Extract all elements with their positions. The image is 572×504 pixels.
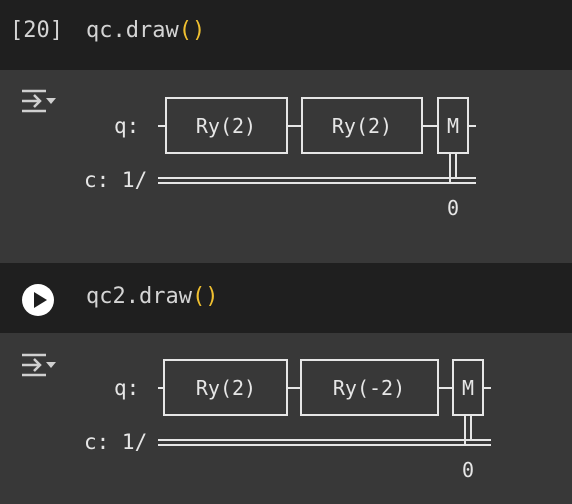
measure-label: M <box>462 376 474 400</box>
classical-label: c: 1/ <box>84 168 147 192</box>
code-line[interactable]: qc2.draw() <box>86 284 218 309</box>
code-text: qc.draw <box>86 18 179 43</box>
gate-label: Ry(2) <box>196 114 256 138</box>
qubit-label: q: <box>114 114 139 138</box>
qubit-label: q: <box>114 376 139 400</box>
measure-index: 0 <box>462 458 474 482</box>
code-parens: () <box>191 284 219 309</box>
code-cell-2-input[interactable] <box>0 263 572 333</box>
output-toggle-icon[interactable] <box>20 350 60 380</box>
play-icon <box>34 292 47 308</box>
run-cell-button[interactable] <box>22 284 54 316</box>
execution-count: [20] <box>10 18 63 43</box>
gate-label: Ry(2) <box>196 376 256 400</box>
code-text: qc2.draw <box>86 284 192 309</box>
code-cell-1-input[interactable]: [20] qc.draw() <box>0 0 572 70</box>
output-toggle-icon[interactable] <box>20 86 60 116</box>
circuit-diagram: q: Ry(2) Ry(-2) M c: 1/ 0 <box>84 359 491 482</box>
gate-label: Ry(2) <box>332 114 392 138</box>
measure-index: 0 <box>447 196 459 220</box>
code-line[interactable]: qc.draw() <box>86 18 205 43</box>
measure-label: M <box>447 114 459 138</box>
gate-label: Ry(-2) <box>333 376 405 400</box>
code-parens: () <box>178 18 206 43</box>
classical-label: c: 1/ <box>84 430 147 454</box>
circuit-diagram: q: Ry(2) Ry(2) M c: 1/ 0 <box>84 97 476 220</box>
